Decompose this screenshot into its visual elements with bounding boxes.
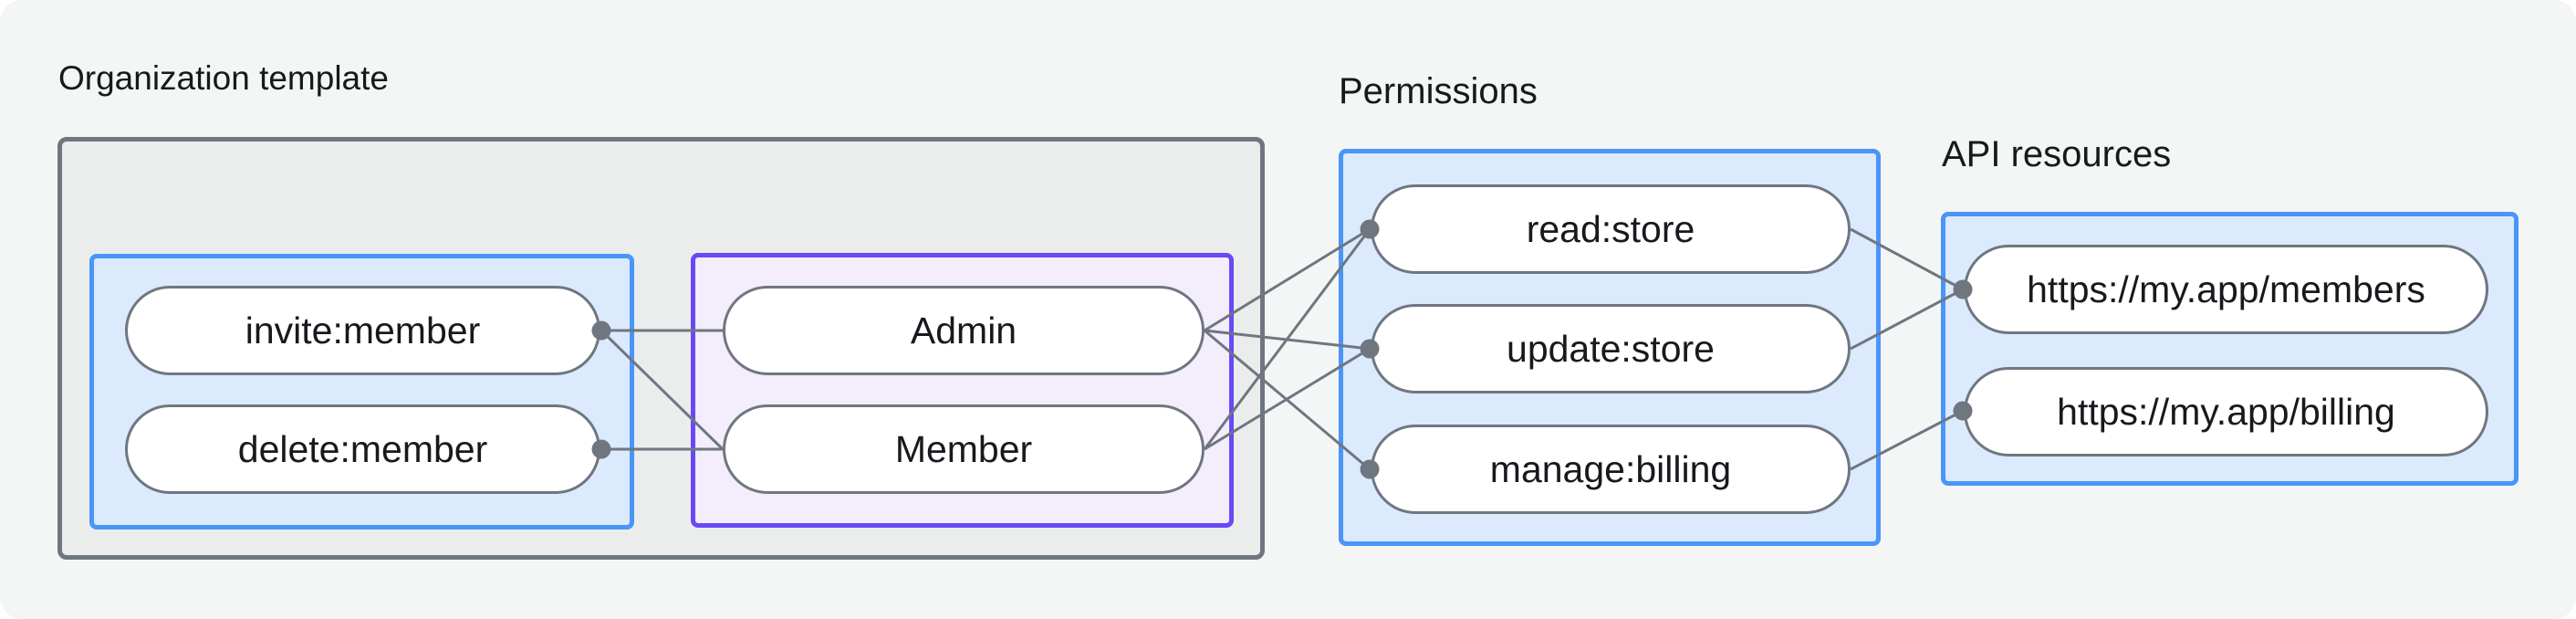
permissions-label: Permissions <box>1339 71 1538 111</box>
node-invite-member: invite:member <box>125 286 600 375</box>
node-api-members: https://my.app/members <box>1964 245 2488 334</box>
node-delete-member: delete:member <box>125 404 600 494</box>
node-read-store: read:store <box>1371 184 1851 274</box>
organization-template-title: Organization template <box>58 59 389 97</box>
node-manage-billing: manage:billing <box>1371 425 1851 514</box>
node-member: Member <box>723 404 1205 494</box>
node-update-store: update:store <box>1371 304 1851 393</box>
node-admin: Admin <box>723 286 1205 375</box>
node-api-billing: https://my.app/billing <box>1964 367 2488 456</box>
api-resources-label: API resources <box>1942 134 2172 174</box>
